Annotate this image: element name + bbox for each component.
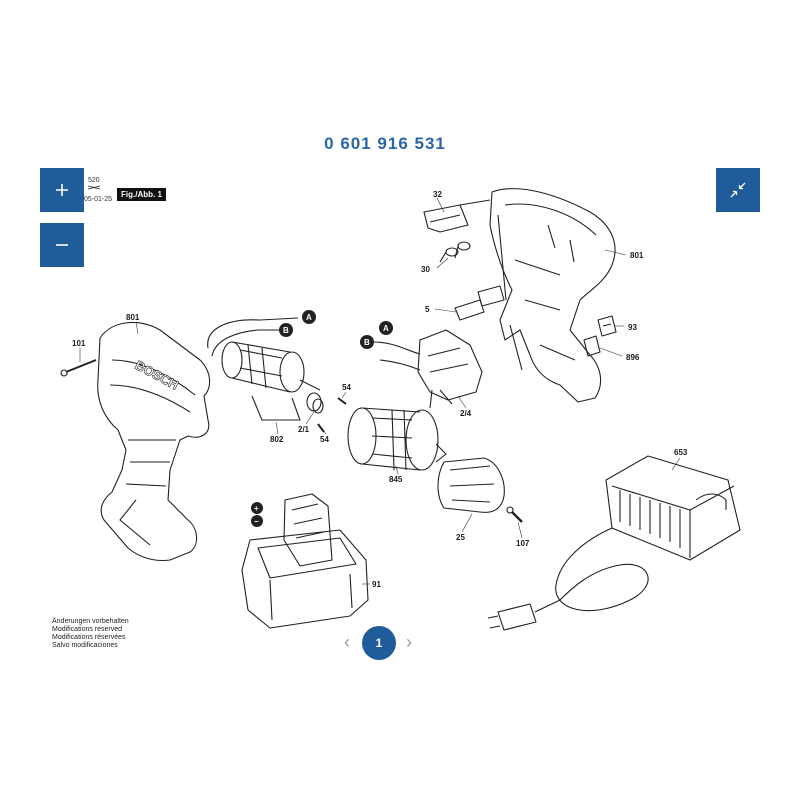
gearbox-845 [347, 407, 447, 471]
part-label-653: 653 [674, 448, 688, 457]
part-label-54-a: 54 [342, 383, 351, 392]
battery-91 [241, 493, 369, 629]
power-cable [487, 527, 649, 631]
part-label-801-left: 801 [126, 313, 140, 322]
battery-minus-marker: − [251, 515, 263, 527]
part-label-54-b: 54 [320, 435, 329, 444]
collapse-arrows-icon [730, 182, 746, 198]
svg-text:B: B [364, 338, 370, 347]
wire-marker-a-switch: A [379, 321, 393, 335]
brand-mark: BOSCH [133, 357, 181, 392]
wire-marker-a-top: A [302, 310, 316, 324]
figure-label: Fig./Abb. 1 [117, 188, 166, 201]
svg-text:+: + [254, 504, 259, 513]
screw-107 [506, 506, 523, 523]
part-label-845: 845 [389, 475, 403, 484]
screw-101 [60, 359, 97, 377]
screw-54 [317, 397, 347, 433]
zoom-out-button[interactable] [40, 223, 84, 267]
part-93 [597, 315, 617, 337]
part-label-107: 107 [516, 539, 530, 548]
minus-icon [56, 244, 68, 246]
svg-text:A: A [383, 324, 389, 333]
note-en: Modifications reserved [52, 626, 123, 633]
wire-marker-b-top: B [279, 323, 293, 337]
switch-2-4 [371, 329, 483, 409]
date-stamp: 05-01-25 [84, 196, 113, 203]
part-896 [583, 335, 601, 357]
part-5 [454, 285, 505, 321]
part-32 [423, 199, 491, 233]
next-page-chevron-icon[interactable]: › [406, 632, 412, 652]
svg-text:A: A [306, 313, 312, 322]
part-label-5: 5 [425, 305, 430, 314]
page-title: 0 601 916 531 [324, 134, 446, 153]
note-de: Änderungen vorbehalten [52, 618, 129, 625]
part-label-2-1: 2/1 [298, 425, 310, 434]
chuck-25 [437, 457, 505, 513]
modification-notes: Änderungen vorbehalten Modifications res… [52, 618, 129, 650]
note-es: Salvo modificaciones [52, 642, 118, 649]
part-label-32: 32 [433, 190, 442, 199]
part-label-25: 25 [456, 533, 465, 542]
part-label-91: 91 [372, 580, 381, 589]
current-page-button[interactable]: 1 [362, 626, 396, 660]
zoom-in-button[interactable] [40, 168, 84, 212]
prev-page-chevron-icon[interactable]: ‹ [344, 632, 350, 652]
drill-housing-left [97, 321, 211, 562]
svg-text:−: − [254, 517, 259, 526]
plus-icon [56, 184, 68, 196]
part-label-801-top: 801 [630, 251, 644, 260]
pagination: ‹ 1 › [340, 626, 420, 660]
part-30 [439, 241, 471, 263]
svg-text:B: B [283, 326, 289, 335]
part-label-101: 101 [72, 339, 86, 348]
part-label-93: 93 [628, 323, 637, 332]
battery-plus-marker: + [251, 502, 263, 514]
leader-lines [79, 197, 681, 585]
motor-802 [221, 341, 321, 421]
code-number: 520 [88, 177, 100, 184]
part-label-2-4: 2/4 [460, 409, 472, 418]
housing-half-right [489, 188, 616, 403]
part-label-802: 802 [270, 435, 284, 444]
note-fr: Modifications réservées [52, 634, 126, 641]
charger-653 [605, 455, 741, 561]
part-2-1 [306, 392, 324, 414]
fit-view-button[interactable] [716, 168, 760, 212]
wire-b [211, 329, 282, 357]
wire-a [207, 317, 299, 349]
part-label-896: 896 [626, 353, 640, 362]
part-label-30: 30 [421, 265, 430, 274]
wire-marker-b-switch: B [360, 335, 374, 349]
